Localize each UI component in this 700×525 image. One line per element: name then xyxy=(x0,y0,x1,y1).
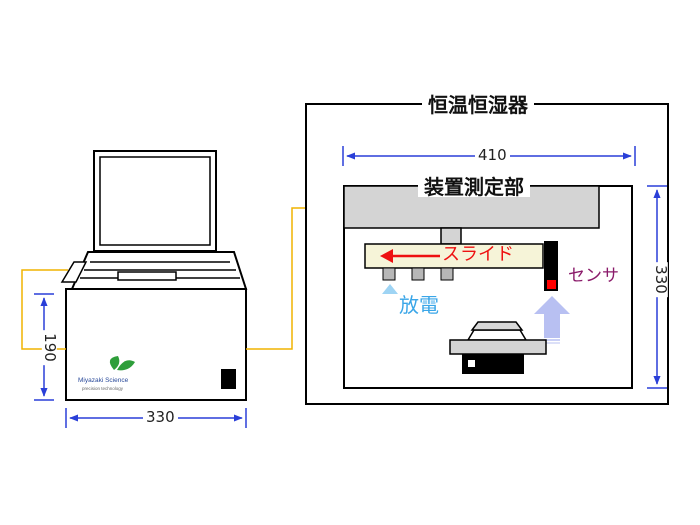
pc-logo-text: Miyazaki Science xyxy=(78,377,129,384)
pc-height-label: 190 xyxy=(41,330,59,365)
pc-width-label: 330 xyxy=(143,410,178,425)
chamber-title: 恒温恒湿器 xyxy=(422,95,534,115)
discharge-label: 放電 xyxy=(399,293,439,317)
pc-base-box xyxy=(65,288,247,401)
laptop-screen xyxy=(99,156,211,246)
discharge-nozzle xyxy=(411,267,425,281)
pc-base-unit xyxy=(65,288,247,401)
discharge-nozzle xyxy=(382,267,396,281)
discharge-nozzle xyxy=(440,267,454,281)
discharge-indicator-icon xyxy=(382,284,398,294)
chamber-width-label: 410 xyxy=(475,148,510,163)
slide-label: スライド xyxy=(442,244,514,265)
pc-vent xyxy=(221,369,236,389)
chamber-height-label: 330 xyxy=(652,262,670,297)
sample-stage xyxy=(449,321,547,374)
pc-logo-subtext: precision technology xyxy=(82,386,124,391)
laptop-computer xyxy=(60,150,248,290)
sensor-label: センサ xyxy=(568,266,619,286)
sensor-bar xyxy=(544,241,558,291)
unit-title: 装置測定部 xyxy=(418,177,530,197)
sensor-tip xyxy=(547,280,556,289)
laptop-touchpad xyxy=(117,271,177,281)
leaf-logo-icon xyxy=(109,356,120,370)
